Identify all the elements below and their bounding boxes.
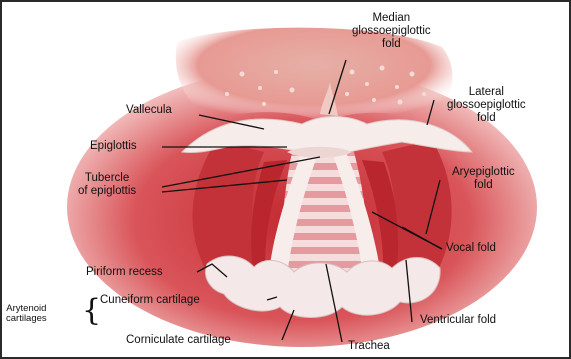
label-median-line2: glossoepiglottic [352, 25, 431, 38]
label-lateral-line2: glossoepiglottic [447, 99, 526, 112]
label-ventricular-fold: Ventricular fold [420, 314, 496, 327]
label-median-line1: Median [352, 12, 431, 25]
label-tubercle-line2: of epiglottis [78, 185, 136, 198]
label-piriform-recess: Piriform recess [86, 266, 163, 279]
label-lateral-line1: Lateral [447, 86, 526, 99]
label-tubercle-of-epiglottis: Tubercle of epiglottis [78, 172, 136, 198]
arytenoid-brace: { [82, 296, 101, 326]
label-corniculate-cartilage: Corniculate cartilage [126, 334, 231, 347]
label-aryepiglottic-line1: Aryepiglottic [452, 166, 515, 179]
label-trachea: Trachea [348, 340, 390, 353]
label-arytenoid-line2: cartilages [6, 314, 47, 324]
label-epiglottis: Epiglottis [90, 140, 137, 153]
label-cuneiform-cartilage: Cuneiform cartilage [100, 294, 200, 307]
label-tubercle-line1: Tubercle [78, 172, 136, 185]
label-lateral-glossoepiglottic-fold: Lateral glossoepiglottic fold [447, 86, 526, 125]
label-aryepiglottic-line2: fold [452, 179, 515, 192]
label-arytenoid-cartilages: Arytenoid cartilages [6, 304, 47, 324]
label-median-glossoepiglottic-fold: Median glossoepiglottic fold [352, 12, 431, 51]
label-vallecula: Vallecula [126, 104, 172, 117]
label-vocal-fold: Vocal fold [446, 242, 496, 255]
label-median-line3: fold [352, 38, 431, 51]
label-lateral-line3: fold [447, 112, 526, 125]
label-aryepiglottic-fold: Aryepiglottic fold [452, 166, 515, 192]
